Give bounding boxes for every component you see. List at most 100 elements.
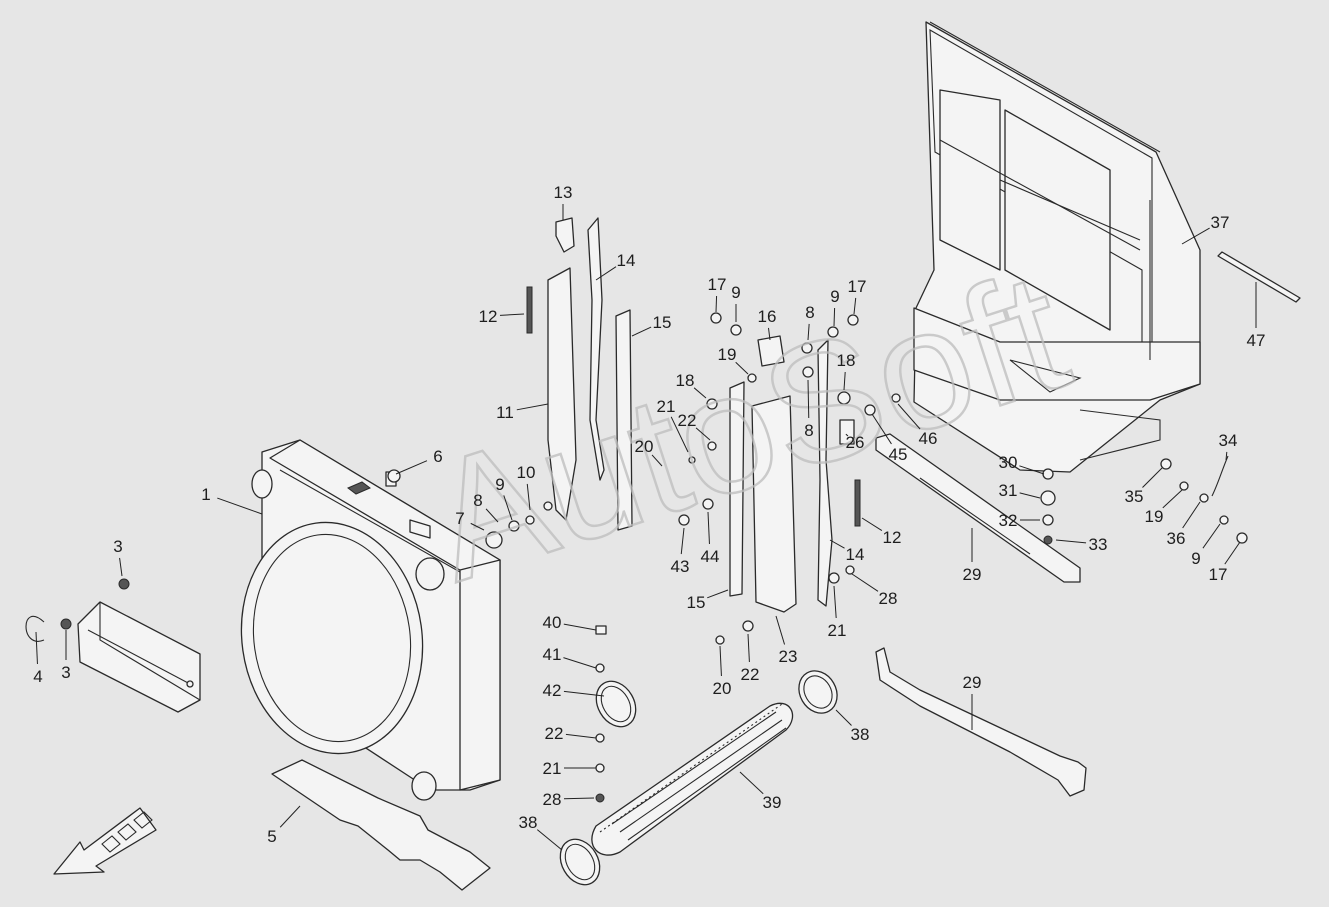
callout-40: 40 — [543, 613, 562, 632]
leader-line — [843, 371, 846, 391]
leader-line — [1181, 227, 1210, 245]
callout-1: 1 — [201, 485, 210, 504]
callout-8: 8 — [473, 491, 482, 510]
callout-9: 9 — [495, 475, 504, 494]
clamp-part-4 — [25, 615, 45, 642]
bracket-part-13 — [555, 217, 575, 253]
callout-29: 29 — [963, 673, 982, 692]
clamp-part-38-upper — [798, 670, 838, 714]
callout-21: 21 — [657, 397, 676, 416]
callout-9: 9 — [1191, 549, 1200, 568]
bracket-part-16 — [757, 335, 785, 367]
leader-line — [775, 615, 786, 645]
leader-line — [470, 522, 485, 531]
callout-12: 12 — [479, 307, 498, 326]
callout-17: 17 — [1209, 565, 1228, 584]
leader-line — [1019, 465, 1045, 475]
leader-line — [747, 633, 750, 663]
callout-34: 34 — [1219, 431, 1238, 450]
callout-28: 28 — [543, 790, 562, 809]
leader-line — [563, 690, 605, 697]
leader-lines — [35, 204, 1257, 851]
leader-line — [851, 573, 879, 592]
strip-part-12 — [526, 286, 861, 527]
callout-29: 29 — [963, 565, 982, 584]
callout-43: 43 — [671, 557, 690, 576]
callout-18: 18 — [837, 351, 856, 370]
clamp-part-38-lower — [559, 838, 601, 886]
leader-line — [595, 266, 617, 281]
clamp-part-42 — [595, 680, 637, 728]
callout-46: 46 — [919, 429, 938, 448]
leader-line — [1225, 451, 1228, 461]
leader-line — [807, 323, 810, 341]
fitting-part-3 — [60, 578, 130, 630]
leader-line — [563, 797, 595, 800]
leader-line — [279, 805, 301, 828]
callout-45: 45 — [889, 445, 908, 464]
leader-line — [1019, 492, 1041, 499]
baffle-part-5 — [271, 759, 491, 891]
callout-6: 6 — [433, 447, 442, 466]
beam-part-29-lower — [875, 647, 1087, 797]
callout-38: 38 — [519, 813, 538, 832]
leader-line — [563, 657, 597, 669]
callout-11: 11 — [496, 403, 514, 422]
callout-47: 47 — [1247, 331, 1266, 350]
leader-line — [485, 508, 499, 523]
leader-line — [871, 413, 892, 445]
callout-14: 14 — [617, 251, 636, 270]
leader-line — [395, 460, 428, 475]
leader-line — [119, 557, 123, 577]
callout-18: 18 — [676, 371, 695, 390]
callout-26: 26 — [846, 433, 865, 452]
leader-line — [719, 645, 722, 677]
callout-20: 20 — [713, 679, 732, 698]
callout-17: 17 — [708, 275, 727, 294]
callout-23: 23 — [779, 647, 798, 666]
callout-15: 15 — [687, 593, 706, 612]
side-panel-part-14 — [587, 217, 833, 607]
callout-31: 31 — [999, 481, 1018, 500]
leader-line — [503, 495, 513, 521]
callout-21: 21 — [828, 621, 847, 640]
callout-14: 14 — [846, 545, 865, 564]
leader-line — [536, 829, 563, 851]
leader-line — [845, 433, 849, 437]
cab-shell-part-37 — [913, 21, 1201, 473]
direction-arrow-icon — [53, 807, 157, 875]
tank-part-left — [77, 601, 201, 713]
leader-line — [1055, 539, 1087, 544]
leader-line — [693, 387, 707, 399]
leader-line — [861, 517, 883, 532]
callout-36: 36 — [1167, 529, 1186, 548]
callout-9: 9 — [830, 287, 839, 306]
leader-line — [715, 295, 718, 313]
callout-28: 28 — [879, 589, 898, 608]
callout-13: 13 — [554, 183, 573, 202]
leader-line — [1224, 541, 1241, 565]
callout-17: 17 — [848, 277, 867, 296]
callout-19: 19 — [718, 345, 737, 364]
leader-line — [35, 631, 38, 665]
strip-part-15 — [615, 309, 745, 597]
callout-3: 3 — [61, 663, 70, 682]
callout-3: 3 — [113, 537, 122, 556]
callout-44: 44 — [701, 547, 720, 566]
seal-strip-part-47 — [1217, 251, 1301, 303]
callout-8: 8 — [805, 303, 814, 322]
side-panel-part-11 — [547, 267, 577, 521]
beam-part-29-upper — [875, 433, 1081, 583]
watermark-text: AutoSoft — [408, 235, 1087, 617]
callout-16: 16 — [758, 307, 777, 326]
leader-line — [1202, 523, 1221, 549]
callout-22: 22 — [741, 665, 760, 684]
callout-5: 5 — [267, 827, 276, 846]
leader-line — [707, 511, 710, 545]
leader-line — [807, 379, 810, 419]
callout-12: 12 — [883, 528, 902, 547]
fasteners — [387, 312, 1248, 803]
leader-line — [651, 454, 663, 467]
